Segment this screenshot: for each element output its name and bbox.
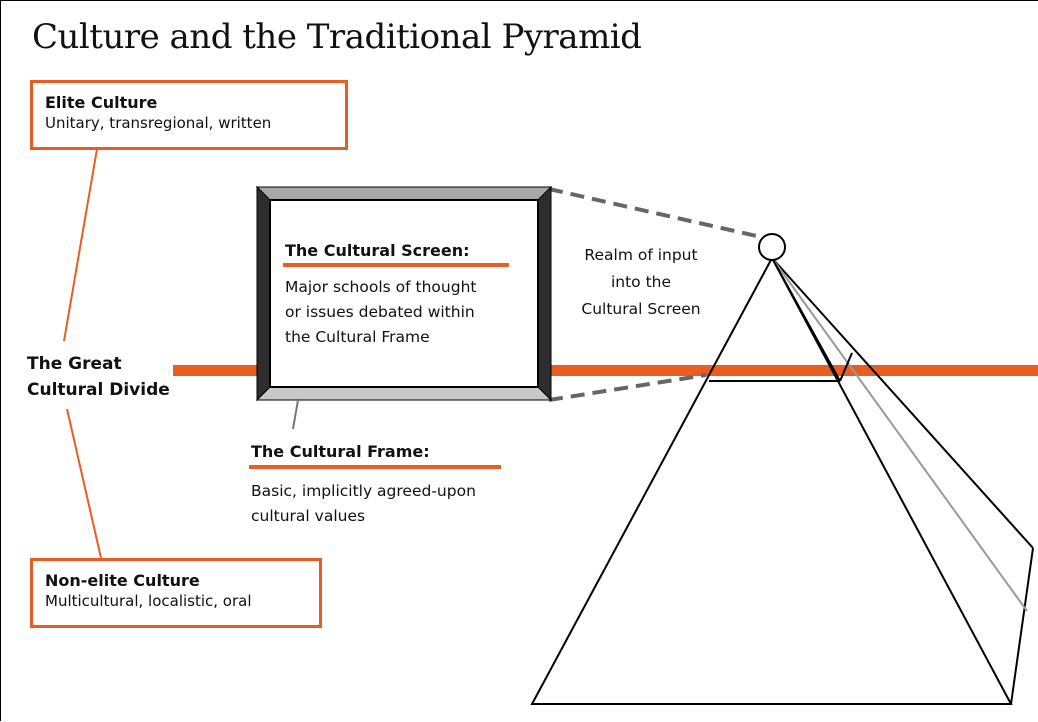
cultural-frame-graphic (255, 185, 553, 402)
screen-desc-line1: Major schools of thought (285, 278, 477, 296)
pyramid-center-gray-line (771, 257, 1028, 612)
realm-line2: into the (610, 273, 672, 291)
cultural-frame-heading: The Cultural Frame: (251, 442, 430, 461)
elite-connector-line (63, 148, 98, 342)
non-elite-culture-subtitle: Multicultural, localistic, oral (45, 592, 252, 610)
frame-desc-line2: cultural values (251, 507, 366, 525)
frame-desc-line1: Basic, implicitly agreed-upon (251, 482, 476, 500)
divide-label-line2: Cultural Divide (27, 380, 170, 400)
pyramid-back-edge (1010, 547, 1034, 705)
cultural-screen-area (269, 199, 539, 388)
realm-line3: Cultural Screen (581, 300, 701, 318)
great-divide-line (173, 365, 1038, 376)
pyramid-inner-edge (771, 257, 841, 382)
realm-of-input-label: Realm of input into the Cultural Screen (566, 242, 716, 323)
great-cultural-divide-label: The Great Cultural Divide (27, 351, 170, 403)
elite-culture-subtitle: Unitary, transregional, written (45, 114, 272, 132)
cultural-screen-heading: The Cultural Screen: (285, 241, 470, 260)
realm-line1: Realm of input (584, 246, 698, 264)
apex-circle (758, 233, 786, 261)
pyramid-right-face-edge (771, 257, 1034, 549)
cultural-screen-description: Major schools of thought or issues debat… (285, 275, 535, 350)
pyramid-outline (530, 255, 1013, 705)
elite-culture-box: Elite Culture Unitary, transregional, wr… (30, 80, 348, 150)
projection-dashed-bottom (548, 373, 707, 402)
projection-dashed-top (548, 187, 762, 239)
non-elite-connector-line (66, 408, 102, 559)
non-elite-culture-heading: Non-elite Culture (45, 571, 200, 590)
screen-desc-line2: or issues debated within (285, 303, 475, 321)
frame-pointer-line (292, 399, 299, 430)
divide-label-line1: The Great (27, 354, 122, 374)
screen-desc-line3: the Cultural Frame (285, 328, 430, 346)
pyramid-divide-crosssection-side (839, 352, 853, 382)
frame-heading-underline (249, 465, 501, 469)
elite-culture-heading: Elite Culture (45, 93, 158, 112)
cultural-frame-description: Basic, implicitly agreed-upon cultural v… (251, 479, 531, 529)
non-elite-culture-box: Non-elite Culture Multicultural, localis… (30, 558, 322, 628)
page-title: Culture and the Traditional Pyramid (32, 17, 642, 57)
screen-heading-underline (283, 263, 509, 267)
